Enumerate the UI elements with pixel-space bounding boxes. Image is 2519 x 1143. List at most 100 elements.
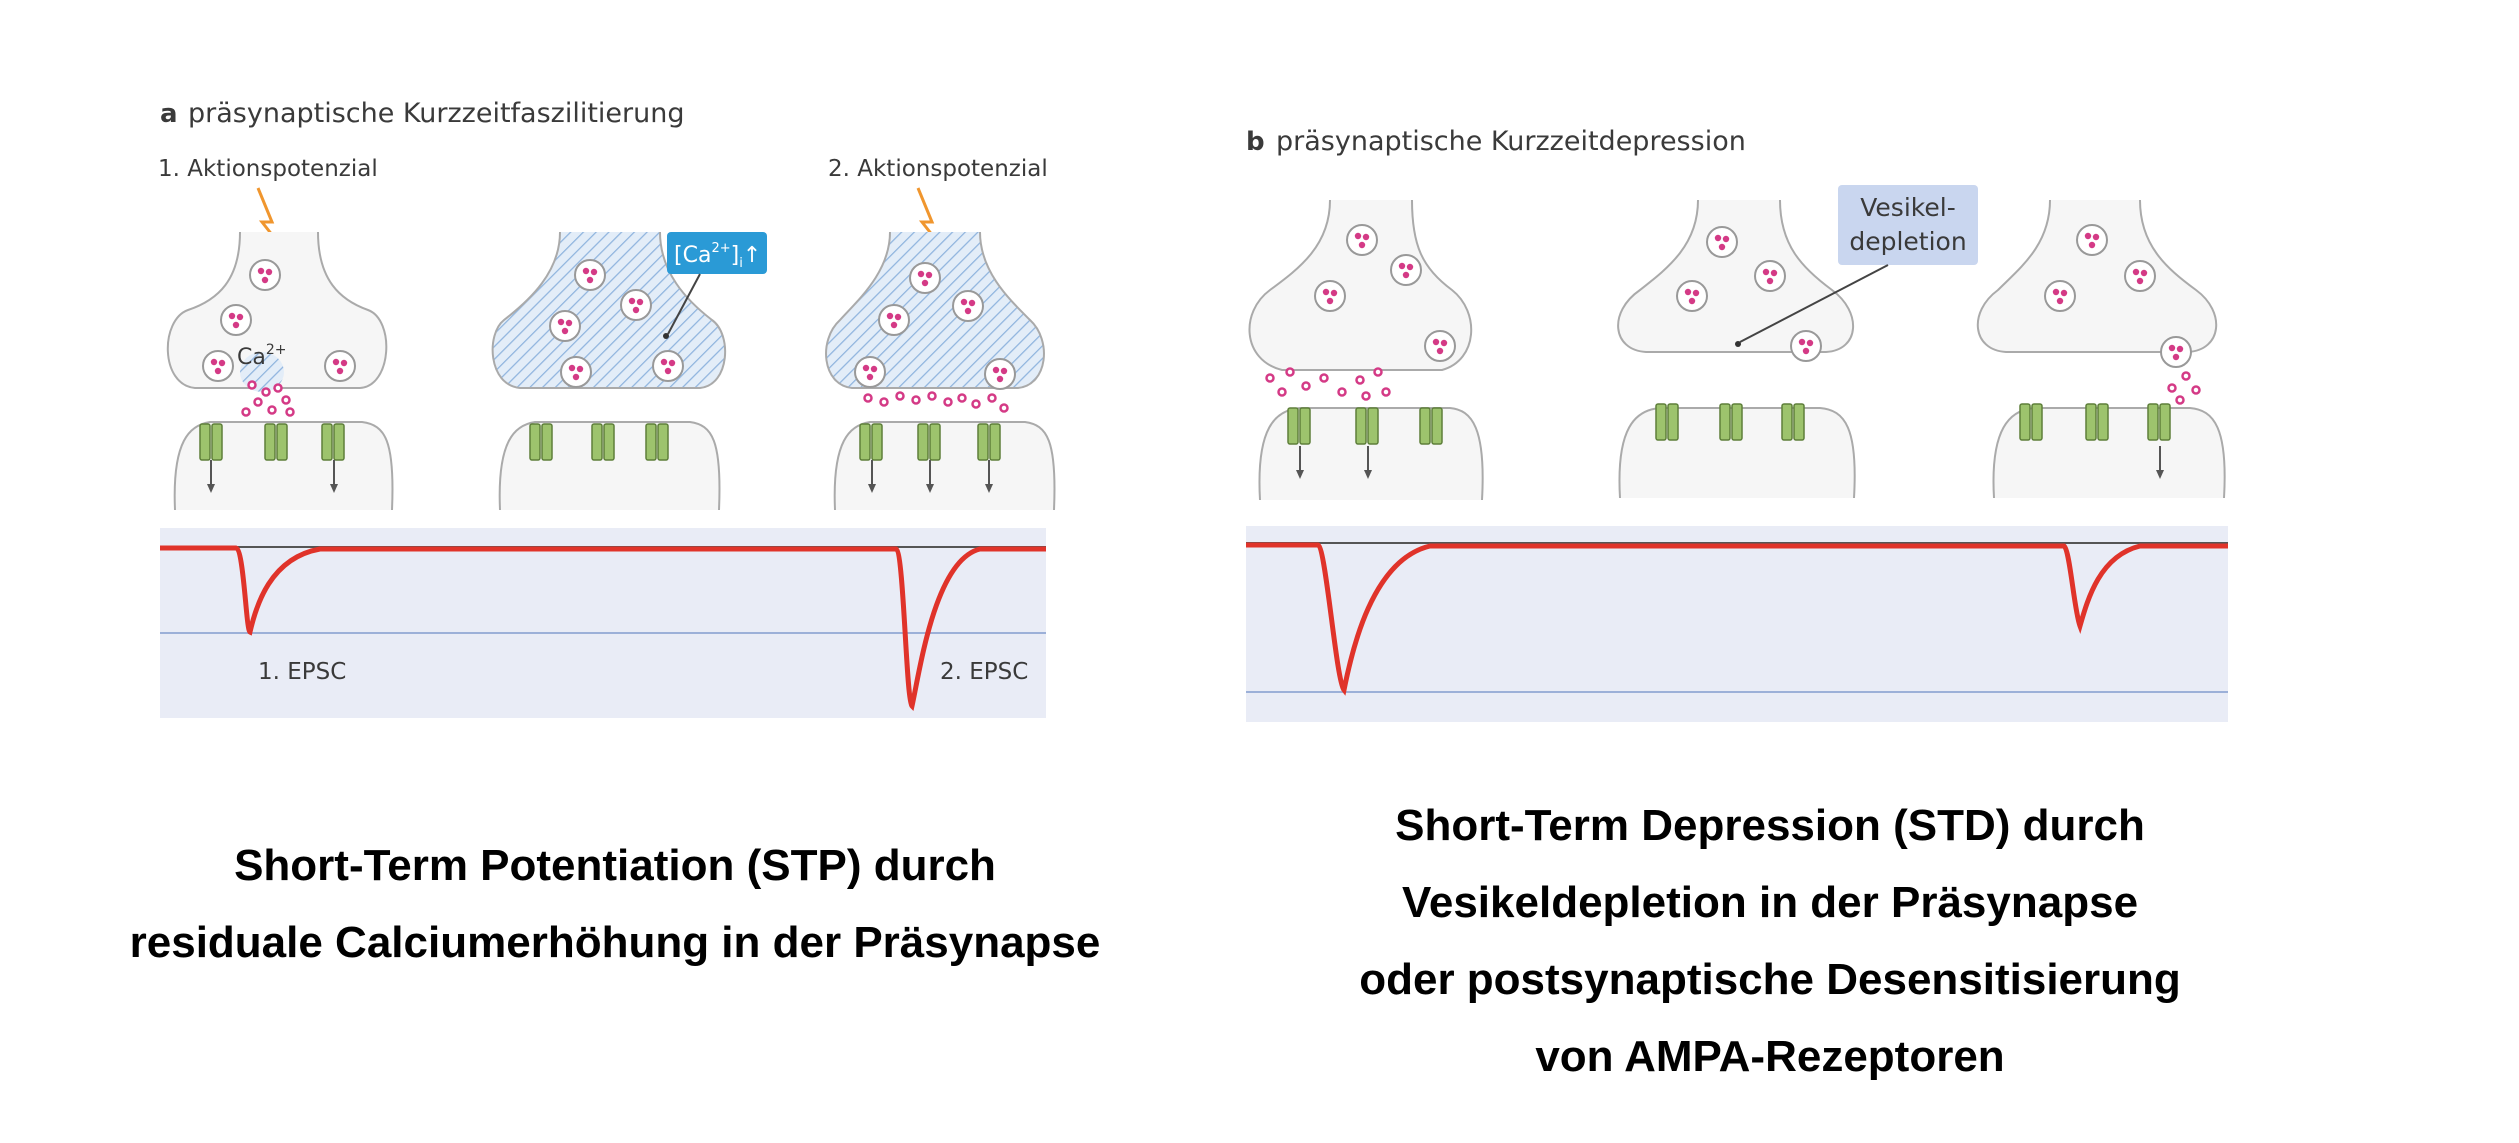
transmitter-dots	[1265, 367, 2201, 405]
vesicle-content-dot	[894, 313, 902, 321]
transmitter-dot	[2181, 371, 2191, 381]
vesicle-icon	[2076, 224, 2108, 256]
receptor-icon	[1299, 407, 1311, 445]
vesicle-content-dot	[576, 365, 584, 373]
vesicle-content-dot	[2088, 241, 2096, 249]
callout-line	[1739, 264, 1889, 343]
vesicle-content-dot	[2092, 233, 2100, 241]
transmitter-dot	[971, 399, 981, 409]
panel-a: a präsynaptische Kurzzeitfaszilitierung …	[158, 98, 1056, 718]
receptor-icon	[276, 423, 288, 461]
vesicle-content-dot	[925, 271, 933, 279]
vesicle-icon	[2124, 260, 2156, 292]
vesikel-line1: Vesikel-	[1860, 193, 1955, 222]
vesicle-icon	[2044, 280, 2076, 312]
vesicle-content-dot	[1398, 262, 1406, 270]
vesicle-content-dot	[1440, 339, 1448, 347]
receptor-group	[1287, 403, 2171, 479]
presynaptic-terminal-hatched	[825, 231, 1045, 389]
receptor-icon	[541, 423, 553, 461]
epsc-trace-b	[1246, 542, 2228, 696]
receptor-icon	[1655, 403, 1667, 441]
transmitter-dot	[1381, 387, 1391, 397]
transmitter-dot	[253, 397, 263, 407]
transmitter-dot	[999, 403, 1009, 413]
vesicle-group	[1314, 224, 2192, 368]
vesicle-content-dot	[210, 358, 218, 366]
vesicle-icon	[1676, 280, 1708, 312]
transmitter-dot	[273, 383, 283, 393]
receptor-icon	[2031, 403, 2043, 441]
transmitter-dot	[911, 395, 921, 405]
receptor-icon	[1287, 407, 1299, 445]
caption-line: oder postsynaptische Desensitisierung	[1359, 955, 2181, 1004]
transmitter-dot	[241, 407, 251, 417]
transmitter-dot	[863, 393, 873, 403]
receptor-icon	[591, 423, 603, 461]
vesicle-icon	[620, 289, 652, 321]
vesicle-icon	[202, 350, 234, 382]
vesicle-content-dot	[265, 268, 273, 276]
ion-flow-arrowhead	[1364, 470, 1372, 479]
receptor-icon	[211, 423, 223, 461]
calcium-increase-box	[667, 232, 767, 274]
vesicle-content-dot	[590, 268, 598, 276]
callout-line	[667, 273, 701, 335]
vesicle-content-dot	[1354, 232, 1362, 240]
vesicle-content-dot	[1330, 289, 1338, 297]
vesicle-content-dot	[968, 299, 976, 307]
receptor-icon	[1355, 407, 1367, 445]
transmitter-dot	[895, 391, 905, 401]
vesicle-content-dot	[1714, 234, 1722, 242]
vesicle-content-dot	[572, 373, 580, 381]
transmitter-dot	[1285, 367, 1295, 377]
vesicle-content-dot	[1718, 243, 1726, 251]
vesicle-content-dot	[866, 373, 874, 381]
vesicle-content-dot	[1000, 367, 1008, 375]
caption-line: Short-Term Potentiation (STP) durch	[234, 841, 996, 890]
vesicle-icon	[1424, 330, 1456, 362]
transmitter-dot	[1301, 381, 1311, 391]
vesicle-content-dot	[214, 367, 222, 375]
vesicle-content-dot	[2084, 232, 2092, 240]
vesicle-content-dot	[1402, 271, 1410, 279]
vesicle-content-dot	[628, 297, 636, 305]
transmitter-dot	[2167, 383, 2177, 393]
transmitter-dot	[285, 407, 295, 417]
receptor-icon	[321, 423, 333, 461]
epsc1-label: 1. EPSC	[258, 659, 346, 685]
vesicle-icon	[854, 356, 886, 388]
transmitter-dot	[261, 387, 271, 397]
caption-std: Short-Term Depression (STD) durch Vesike…	[1220, 787, 2320, 1095]
panel-a-letter: a	[160, 99, 178, 129]
vesicle-content-dot	[1806, 339, 1814, 347]
ion-flow-arrowhead	[926, 484, 934, 493]
caption-line: Short-Term Depression (STD) durch	[1395, 801, 2145, 850]
vesicle-content-dot	[660, 358, 668, 366]
receptor-icon	[2159, 403, 2171, 441]
vesicle-content-dot	[992, 366, 1000, 374]
vesicle-icon	[1706, 226, 1738, 258]
vesicle-content-dot	[2140, 269, 2148, 277]
vesicle-content-dot	[340, 359, 348, 367]
vesicle-content-dot	[228, 312, 236, 320]
vesicle-content-dot	[557, 318, 565, 326]
receptor-icon	[1731, 403, 1743, 441]
vesicle-content-dot	[582, 267, 590, 275]
receptor-icon	[1793, 403, 1805, 441]
vesicle-content-dot	[890, 321, 898, 329]
caption-line: Vesikeldepletion in der Präsynapse	[1401, 878, 2139, 927]
transmitter-dot	[247, 380, 257, 390]
transmitter-dot	[943, 397, 953, 407]
transmitter-dot	[2191, 385, 2201, 395]
receptor-icon	[1719, 403, 1731, 441]
receptor-icon	[529, 423, 541, 461]
transmitter-dot	[927, 391, 937, 401]
epsc2-label: 2. EPSC	[940, 659, 1028, 685]
vesicle-content-dot	[1802, 347, 1810, 355]
panel-b: b präsynaptische Kurzzeitdepression Vesi…	[1246, 126, 2228, 722]
vesicle-content-dot	[232, 321, 240, 329]
transmitter-dot	[281, 395, 291, 405]
caption-line: residuale Calciumerhöhung in der Präsyna…	[129, 918, 1101, 967]
